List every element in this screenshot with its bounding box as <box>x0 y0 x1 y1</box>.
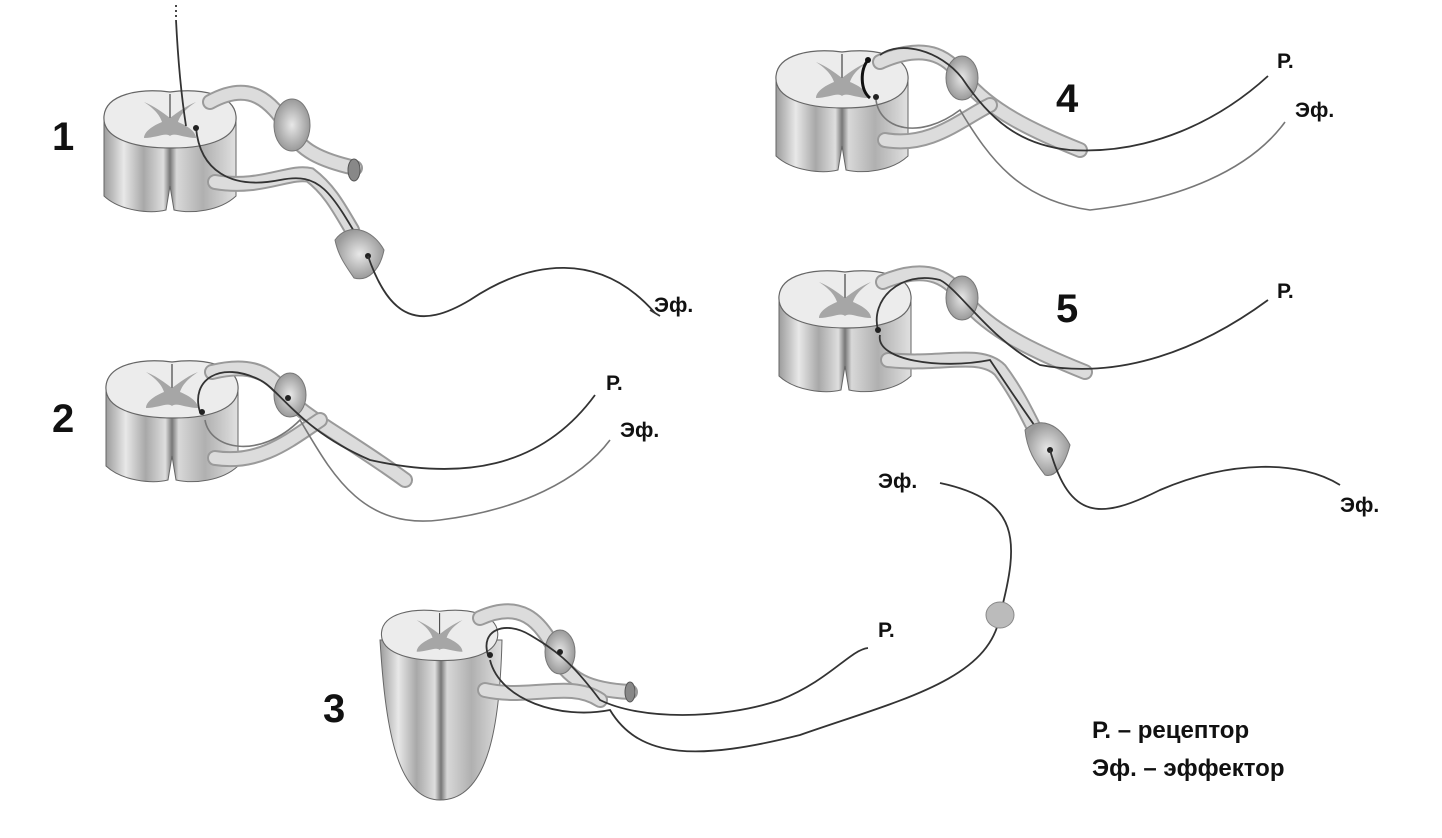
arc-number-5: 5 <box>1056 287 1078 331</box>
arc-number-1: 1 <box>52 115 74 159</box>
effector-label-3: Эф. <box>878 470 917 493</box>
effector-label-5: Эф. <box>1340 494 1379 517</box>
legend-effector: Эф. – эффектор <box>1092 755 1284 782</box>
reflex-arc-5 <box>779 265 1341 510</box>
effector-label-1: Эф. <box>654 294 693 317</box>
reflex-arc-4 <box>776 44 1286 211</box>
receptor-label-5: Р. <box>1277 280 1294 303</box>
reflex-arc-2 <box>106 361 611 522</box>
arc-number-2: 2 <box>52 397 74 441</box>
legend-receptor: Р. – рецептор <box>1092 717 1249 744</box>
effector-label-2: Эф. <box>620 419 659 442</box>
arc-number-4: 4 <box>1056 77 1079 121</box>
receptor-label-3: Р. <box>878 619 895 642</box>
reflex-arc-1 <box>104 5 661 317</box>
receptor-label-2: Р. <box>606 372 623 395</box>
reflex-arc-3 <box>379 482 1015 801</box>
receptor-label-4: Р. <box>1277 50 1294 73</box>
effector-label-4: Эф. <box>1295 99 1334 122</box>
arc-number-3: 3 <box>323 687 345 731</box>
